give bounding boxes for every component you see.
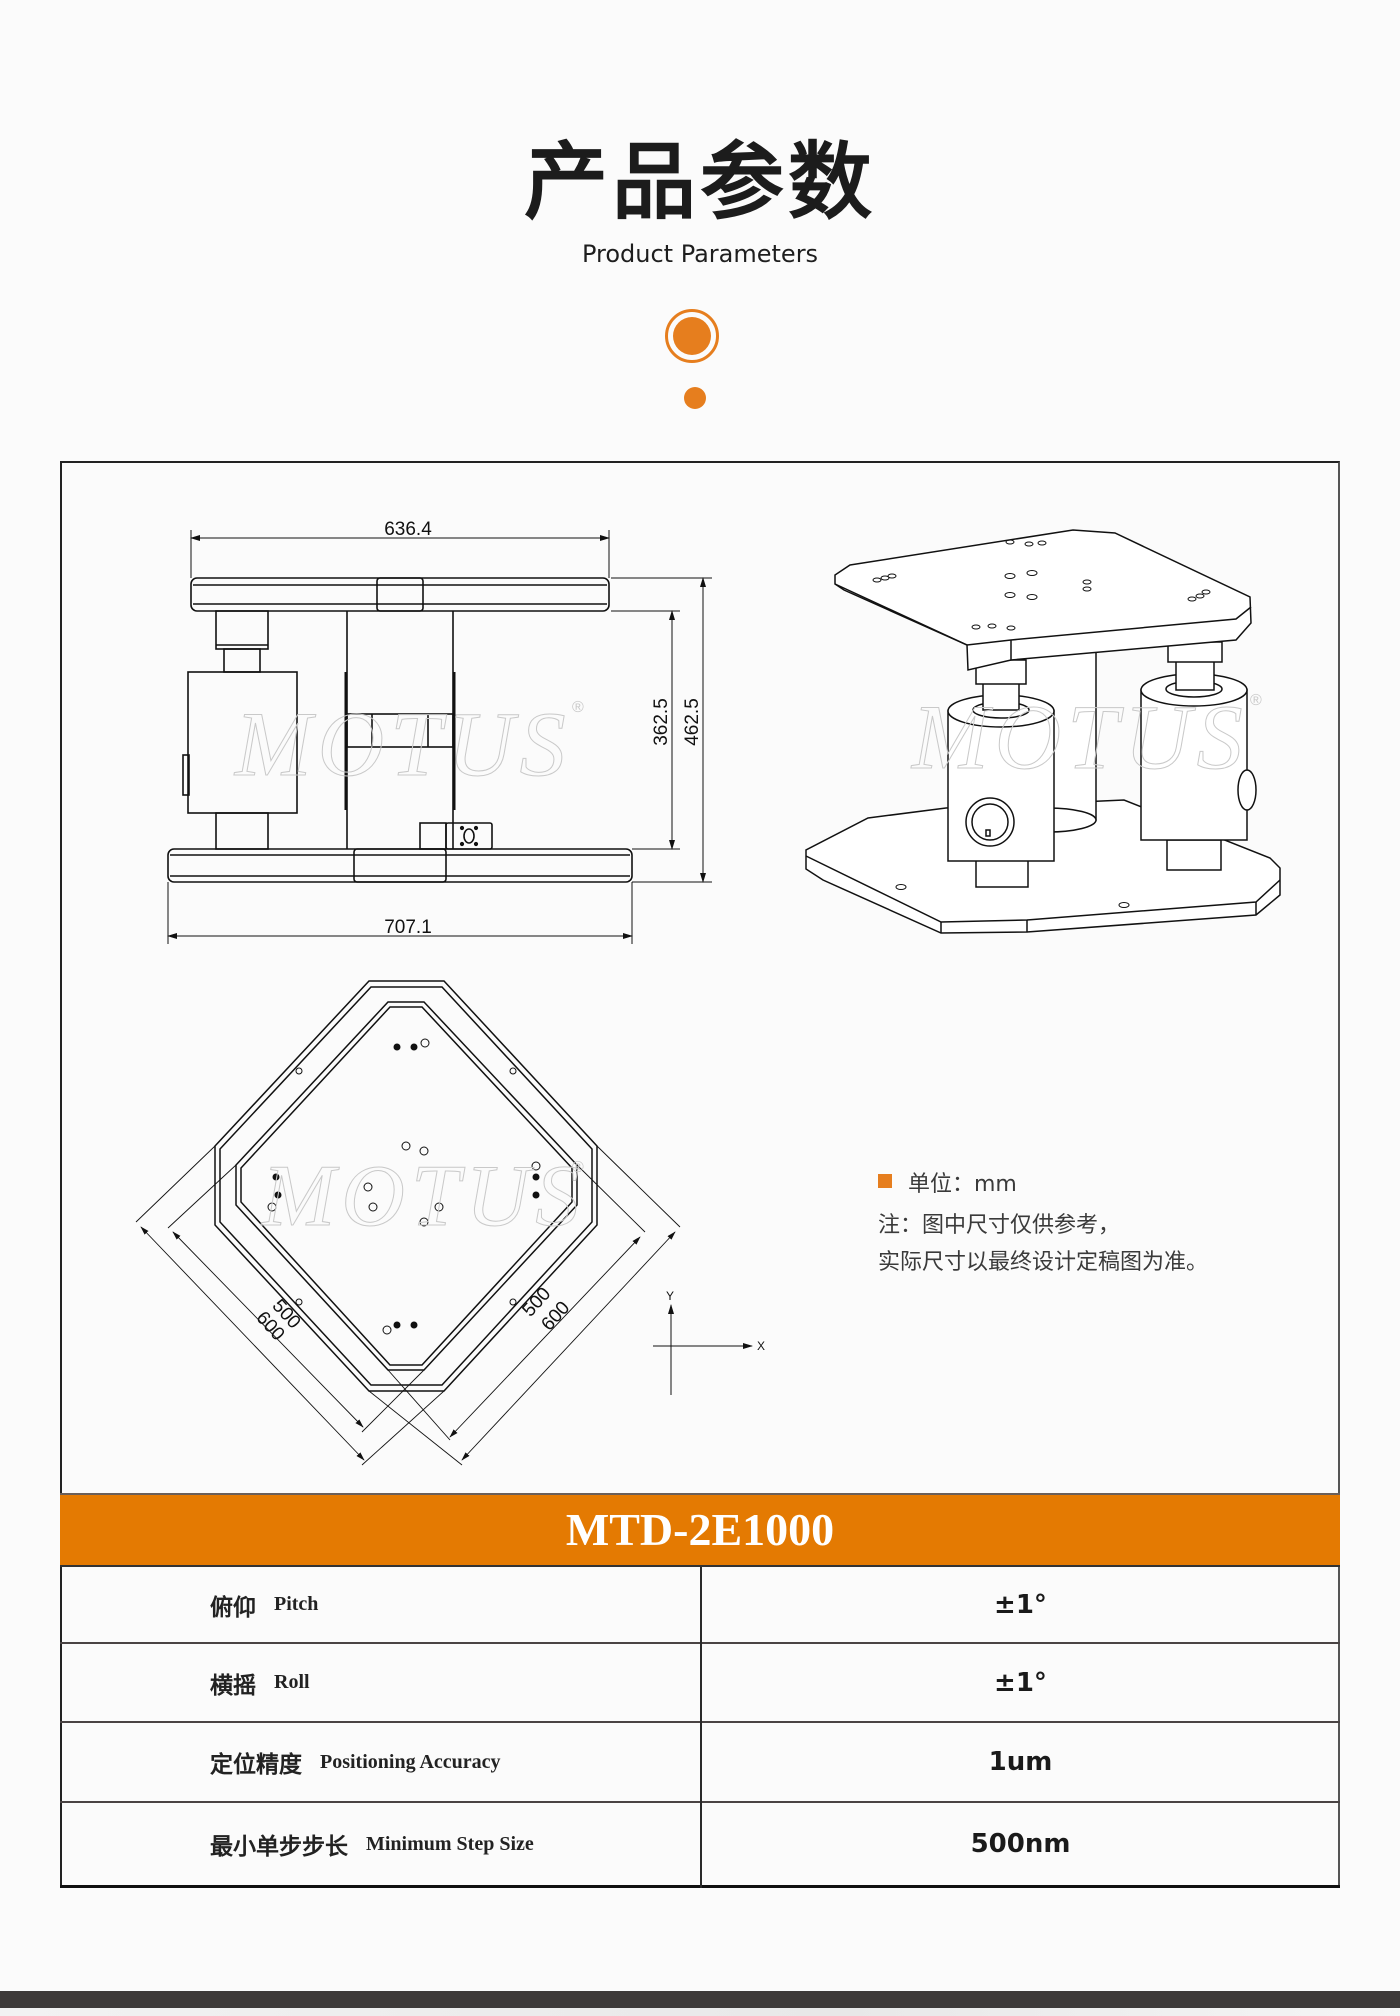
svg-text:®: ® (572, 699, 584, 716)
disclaimer-line-2: 实际尺寸以最终设计定稿图为准。 (878, 1250, 1209, 1275)
row-label-zh: 定位精度 (210, 1752, 302, 1778)
row-label-en: Roll (274, 1671, 310, 1693)
row-value: 1um (988, 1747, 1053, 1777)
dim-total-height: 462.5 (682, 698, 703, 746)
dim-inner-height: 362.5 (651, 698, 672, 746)
front-view-drawing (167, 530, 712, 944)
footer-strip (0, 2008, 1400, 2016)
isometric-view-drawing (805, 529, 1281, 934)
axis-y-label: Y (666, 1289, 674, 1303)
watermark-top: MOTUS (260, 1148, 585, 1245)
watermark-front: MOTUS (233, 693, 572, 795)
row-label-en: Pitch (274, 1593, 319, 1615)
decorative-ring-icon (665, 309, 719, 363)
disclaimer-line-1: 注：图中尺寸仅供参考， (878, 1213, 1121, 1238)
unit-note: 单位：mm (908, 1172, 1017, 1197)
decorative-dot-icon (673, 317, 711, 355)
row-label-zh: 横摇 (210, 1672, 256, 1699)
row-label-zh: 俯仰 (210, 1594, 256, 1621)
row-label-en: Positioning Accuracy (320, 1750, 501, 1773)
dim-base-width: 707.1 (384, 917, 432, 938)
unit-bullet-icon (878, 1174, 892, 1188)
page-subtitle: Product Parameters (581, 240, 819, 268)
model-header: MTD-2E1000 (60, 1493, 1340, 1567)
footer-bar (0, 1991, 1400, 2008)
row-value: ±1° (994, 1667, 1047, 1698)
svg-text:®: ® (1250, 692, 1262, 709)
watermark-iso: MOTUS (910, 686, 1249, 788)
row-value: ±1° (994, 1589, 1047, 1620)
decorative-small-dot-icon (684, 387, 706, 409)
row-label-zh: 最小单步步长 (210, 1834, 348, 1860)
svg-text:®: ® (572, 1159, 584, 1176)
row-value: 500nm (970, 1829, 1071, 1859)
row-label-en: Minimum Step Size (366, 1832, 534, 1855)
dim-top-width: 636.4 (384, 519, 432, 540)
page-title: 产品参数 (523, 133, 876, 231)
table-column-divider (700, 1567, 702, 1888)
top-view-drawing (135, 980, 753, 1466)
axis-x-label: X (757, 1339, 765, 1353)
